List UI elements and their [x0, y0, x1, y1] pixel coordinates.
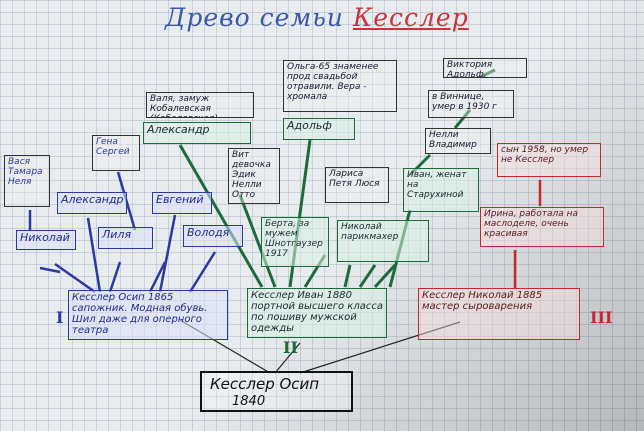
great-grandchildren-box-mid: в Виннице, умер в 1930 г — [428, 90, 514, 118]
great-grandchildren-names: в Виннице, умер в 1930 г — [432, 92, 497, 112]
child-box-berta: Берта, за мужем Шнотгаузер 1917 — [261, 217, 329, 267]
title-prefix: Древо семьи — [165, 3, 353, 32]
child-name: Николай парикмахер — [341, 222, 399, 242]
child-box-adolf: Адольф — [283, 118, 355, 140]
child-name: Иван, женат на Старухиной — [407, 170, 467, 200]
grandchildren-box-ivan: Нелли Владимир — [425, 128, 491, 154]
grandchildren-names: сын 1958, но умер не Кесслер — [501, 145, 589, 165]
grandchildren-names: Нелли Владимир — [429, 130, 477, 150]
root-name: Кесслер Осип — [210, 375, 320, 393]
child-name: Александр — [147, 123, 210, 136]
page-title: Древо семьи Кесслер — [165, 3, 505, 37]
branch-three-box: Кесслер Николай 1885 мастер сыроварения — [418, 288, 580, 340]
branch-two-numeral: II — [283, 338, 298, 357]
branch-one-text: Кесслер Осип 1865 сапожник. Модная обувь… — [72, 292, 208, 336]
child-name: Адольф — [287, 119, 332, 132]
branch-three-numeral: III — [590, 308, 613, 327]
child-name: Александр — [61, 193, 124, 206]
child-name: Николай — [20, 231, 70, 244]
grandchildren-box-nikolay-2: Лариса Петя Люся — [325, 167, 389, 203]
branch-two-text: Кесслер Иван 1880 портной высшего класса… — [251, 290, 383, 334]
grandchildren-box-nikolay-1: Вася Тамара Неля — [4, 155, 50, 207]
grandchildren-names: Валя, замуж Кобалевская (Кобалевская) — [150, 94, 218, 117]
grandchildren-names: Гена Сергей — [96, 137, 130, 157]
root-ancestor-box: Кесслер Осип 1840 — [200, 371, 353, 412]
child-box-irina: Ирина, работала на маслоделе, очень крас… — [480, 207, 604, 247]
child-name: Лиля — [102, 228, 132, 241]
child-box-nikolay-2: Николай парикмахер — [337, 220, 429, 262]
branch-three-text: Кесслер Николай 1885 мастер сыроварения — [422, 290, 543, 312]
root-year: 1840 — [232, 394, 266, 409]
grandchildren-names: Лариса Петя Люся — [329, 169, 380, 189]
grandchildren-names: Вит девочка Эдик Нелли Отто — [232, 150, 271, 200]
child-box-liliya: Лиля — [98, 227, 153, 249]
child-name: Евгений — [156, 193, 204, 206]
child-box-ivan: Иван, женат на Старухиной — [403, 168, 479, 212]
grandchildren-box-son: сын 1958, но умер не Кесслер — [497, 143, 601, 177]
branch-two-box: Кесслер Иван 1880 портной высшего класса… — [247, 288, 387, 338]
child-box-aleksandr-1: Александр — [57, 192, 127, 214]
great-grandchildren-names: Виктория Адольф, Дмитрий — [447, 60, 493, 78]
branch-one-box: Кесслер Осип 1865 сапожник. Модная обувь… — [68, 290, 228, 340]
great-grandchildren-box-top: Виктория Адольф, Дмитрий — [443, 58, 527, 78]
grandchildren-names: Вася Тамара Неля — [8, 157, 43, 187]
child-name: Берта, за мужем Шнотгаузер 1917 — [265, 219, 323, 259]
child-box-nikolay-1: Николай — [16, 230, 76, 250]
grandchildren-box-berta: Вит девочка Эдик Нелли Отто — [228, 148, 280, 204]
grandchildren-box-liliya: Гена Сергей — [92, 135, 140, 171]
grandchildren-box-adolf: Ольга-65 знаменее прод свадьбой отравили… — [283, 60, 397, 112]
child-name: Володя — [187, 226, 230, 239]
title-surname: Кесслер — [352, 3, 469, 32]
grandchildren-names: Ольга-65 знаменее прод свадьбой отравили… — [287, 62, 379, 102]
grandchildren-box-aleksandr-2: Валя, замуж Кобалевская (Кобалевская) — [146, 92, 254, 118]
branch-one-numeral: I — [56, 308, 64, 327]
child-name: Ирина, работала на маслоделе, очень крас… — [484, 209, 578, 239]
child-box-aleksandr-2: Александр — [143, 122, 251, 144]
child-box-evgeniy: Евгений — [152, 192, 212, 214]
child-box-volodya: Володя — [183, 225, 243, 247]
